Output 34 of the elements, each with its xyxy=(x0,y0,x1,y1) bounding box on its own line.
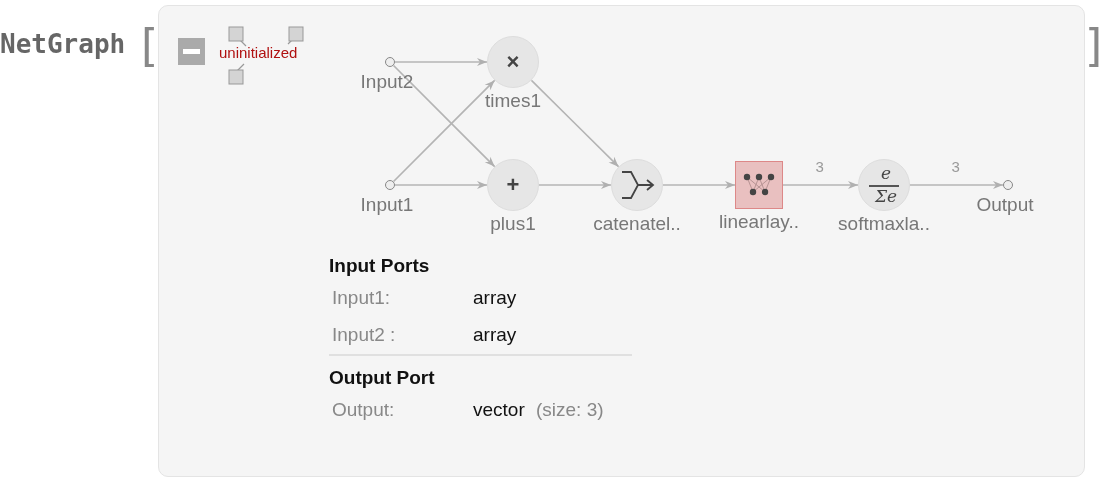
node-label: Input1 xyxy=(359,194,415,216)
arrow xyxy=(538,181,612,189)
operator-symbol: × xyxy=(505,51,521,73)
port-name: Output: xyxy=(332,400,395,421)
port-type: array xyxy=(473,325,517,346)
close-bracket: ] xyxy=(1085,22,1103,71)
section-heading: Output Port xyxy=(329,368,435,389)
arrow xyxy=(530,79,620,168)
node-label: Output xyxy=(975,194,1035,216)
numerator: e xyxy=(879,165,893,182)
node-label: plus1 xyxy=(489,213,537,235)
denominator: Σe xyxy=(873,188,899,205)
status-text: uninitialized xyxy=(219,45,298,62)
arrow xyxy=(662,181,736,189)
section-heading: Input Ports xyxy=(329,256,430,277)
port-name: Input2 : xyxy=(332,325,396,346)
arrow xyxy=(392,79,496,183)
arrow xyxy=(782,181,859,189)
port-type: array xyxy=(473,288,517,309)
open-bracket: [ xyxy=(141,22,159,71)
arrow xyxy=(392,64,496,168)
node-label: softmaxla.. xyxy=(837,213,931,235)
function-name: NetGraph xyxy=(0,30,126,59)
port-type: vector xyxy=(473,400,525,421)
arrow xyxy=(394,58,488,66)
node-label: Input2 xyxy=(359,71,415,93)
arrow xyxy=(909,181,1004,189)
node-label: catenatel.. xyxy=(592,213,682,235)
arrow xyxy=(394,181,488,189)
port-size: (size: 3) xyxy=(536,400,604,421)
node-label: times1 xyxy=(484,90,542,112)
port-name: Input1: xyxy=(332,288,391,309)
operator-symbol: + xyxy=(505,174,521,196)
node-label: linearlay.. xyxy=(718,211,800,233)
